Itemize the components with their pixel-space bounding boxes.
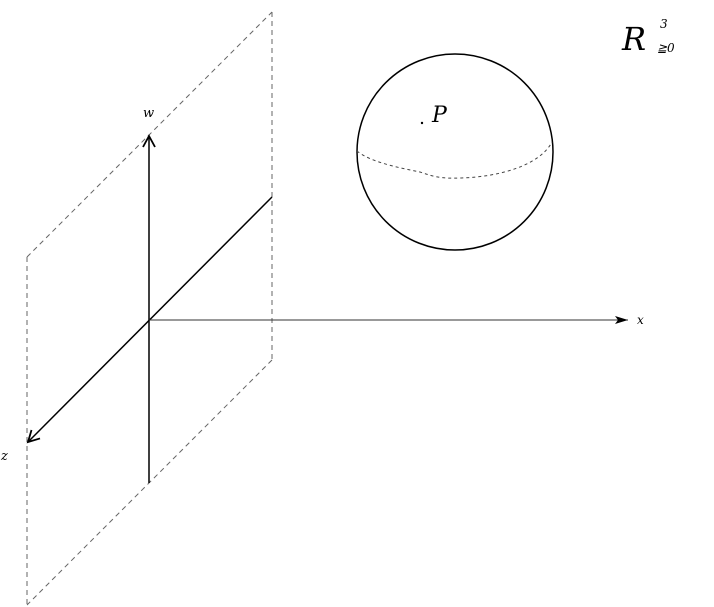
x-axis-label: x (637, 313, 644, 327)
point-p-dot (420, 121, 424, 125)
w-axis-label: w (143, 106, 154, 121)
space-label: R 3 ≧0 (621, 17, 675, 58)
sphere: P (356, 53, 554, 251)
space-label-superscript: 3 (660, 17, 668, 31)
z-axis-label: z (0, 449, 8, 464)
point-p-label: P (431, 103, 448, 128)
space-label-base: R (621, 20, 646, 58)
sphere-equator (356, 141, 553, 179)
space-label-subscript: ≧0 (657, 41, 675, 55)
sphere-outline (356, 53, 554, 251)
